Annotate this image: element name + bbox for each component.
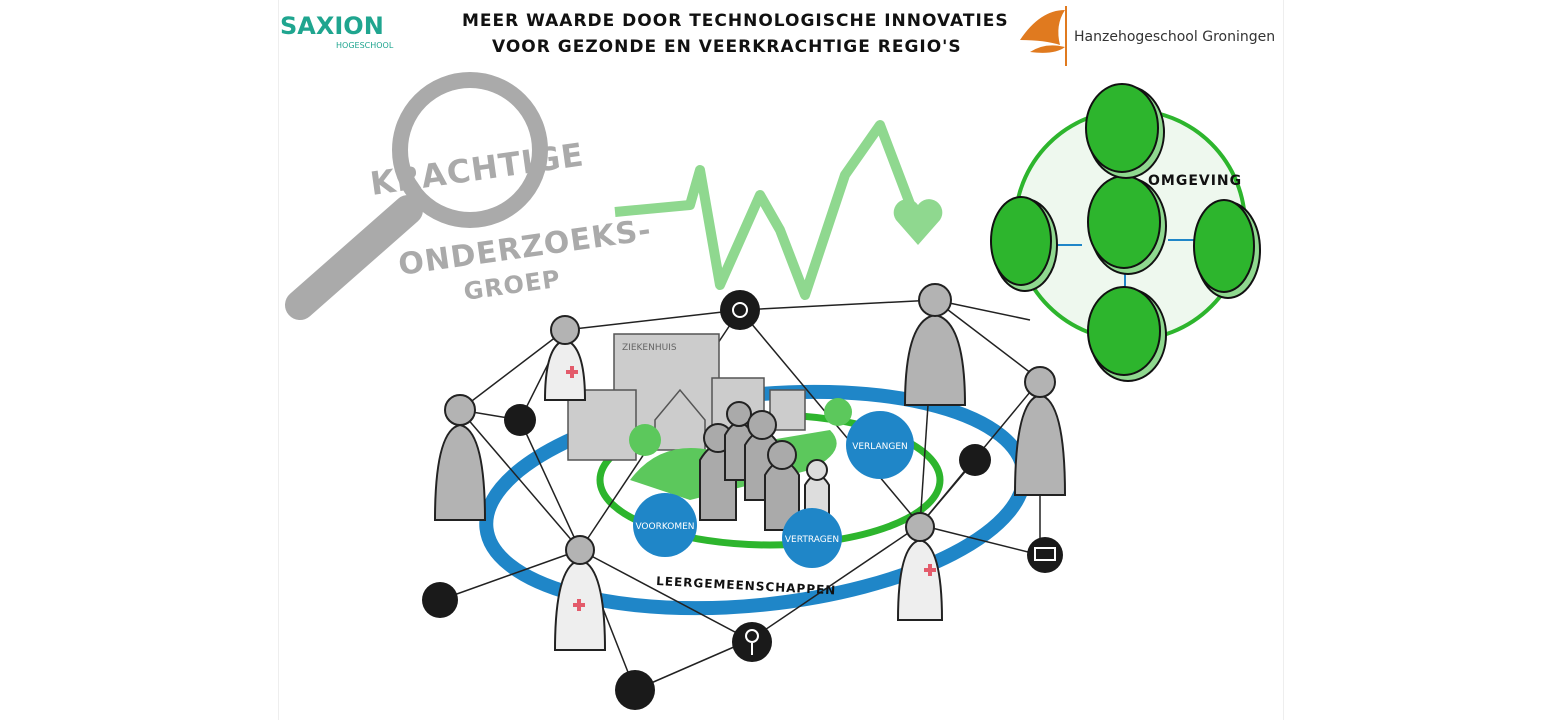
environment-diagram: OMGEVING: [990, 83, 1261, 382]
bubble-voorkomen: VOORKOMEN: [633, 493, 697, 557]
magnifier-icon: KRACHTIGE ONDERZOEKS- GROEP: [285, 72, 654, 320]
hanze-logo: Hanzehogeschool Groningen: [1020, 6, 1275, 66]
svg-text:VOORKOMEN: VOORKOMEN: [635, 522, 694, 532]
laptop-icon: [1027, 537, 1063, 573]
svg-text:VERTRAGEN: VERTRAGEN: [785, 535, 839, 545]
red-cross-icons: [566, 366, 936, 611]
bubble-verlangen: VERLANGEN: [846, 411, 914, 479]
community-people: [699, 401, 830, 531]
saxion-logo: SAXION HOGESCHOOL: [280, 12, 394, 50]
title-line-1: MEER WAARDE DOOR TECHNOLOGISCHE INNOVATI…: [462, 11, 1009, 31]
svg-text:SAXION: SAXION: [280, 12, 384, 40]
lightbulb-icon: [422, 582, 458, 618]
svg-text:HOGESCHOOL: HOGESCHOOL: [336, 41, 394, 50]
heart-icon: [893, 199, 943, 245]
technology-icons: [422, 290, 1063, 710]
wifi-icon: [615, 670, 655, 710]
phone-icon: [504, 404, 536, 436]
svg-text:Hanzehogeschool Groningen: Hanzehogeschool Groningen: [1074, 29, 1275, 45]
robot-icon: [959, 444, 991, 476]
ring-label: LEERGEMEENSCHAPPEN: [656, 574, 837, 597]
gear-icon: [720, 290, 760, 330]
svg-text:OMGEVING: OMGEVING: [1148, 173, 1242, 189]
title-line-2: VOOR GEZONDE EN VEERKRACHTIGE REGIO'S: [492, 37, 962, 57]
svg-text:VERLANGEN: VERLANGEN: [852, 442, 908, 452]
bubble-vertragen: VERTRAGEN: [782, 508, 842, 568]
heartbeat-line: [614, 120, 923, 300]
hospital-label: ZIEKENHUIS: [622, 343, 677, 353]
